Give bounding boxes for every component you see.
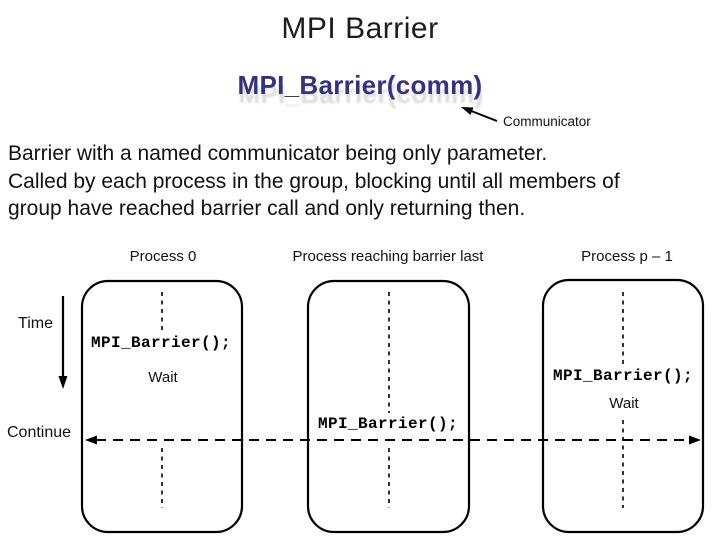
- body-line-2: Called by each process in the group, blo…: [8, 169, 620, 193]
- time-arrow-icon: [58, 296, 68, 389]
- barrier-call-process-p1: MPI_Barrier();: [552, 367, 694, 385]
- body-text: Barrier with a named communicator being …: [8, 140, 718, 223]
- continue-arrow-icon: [85, 435, 701, 445]
- communicator-label: Communicator: [503, 114, 591, 129]
- process-0-label: Process 0: [129, 248, 197, 265]
- timeline-dashed-lines: [161, 292, 624, 508]
- process-last-label: Process reaching barrier last: [292, 248, 484, 265]
- process-p1-label: Process p – 1: [581, 248, 673, 265]
- barrier-call-process-last: MPI_Barrier();: [317, 415, 459, 433]
- wait-label-process-0: Wait: [148, 369, 178, 386]
- function-signature: MPI_Barrier(comm): [237, 70, 483, 100]
- body-line-3: group have reached barrier call and only…: [8, 197, 526, 220]
- page-title: MPI Barrier: [281, 12, 439, 45]
- continue-label: Continue: [7, 424, 72, 441]
- process-box-p1: [541, 278, 705, 534]
- communicator-arrow-icon: [461, 107, 498, 122]
- barrier-call-process-0: MPI_Barrier();: [90, 334, 232, 352]
- process-box-last: [306, 279, 471, 534]
- time-label: Time: [18, 315, 53, 332]
- wait-label-process-p1: Wait: [609, 395, 639, 412]
- body-line-1: Barrier with a named communicator being …: [8, 142, 548, 165]
- process-box-0: [80, 279, 244, 534]
